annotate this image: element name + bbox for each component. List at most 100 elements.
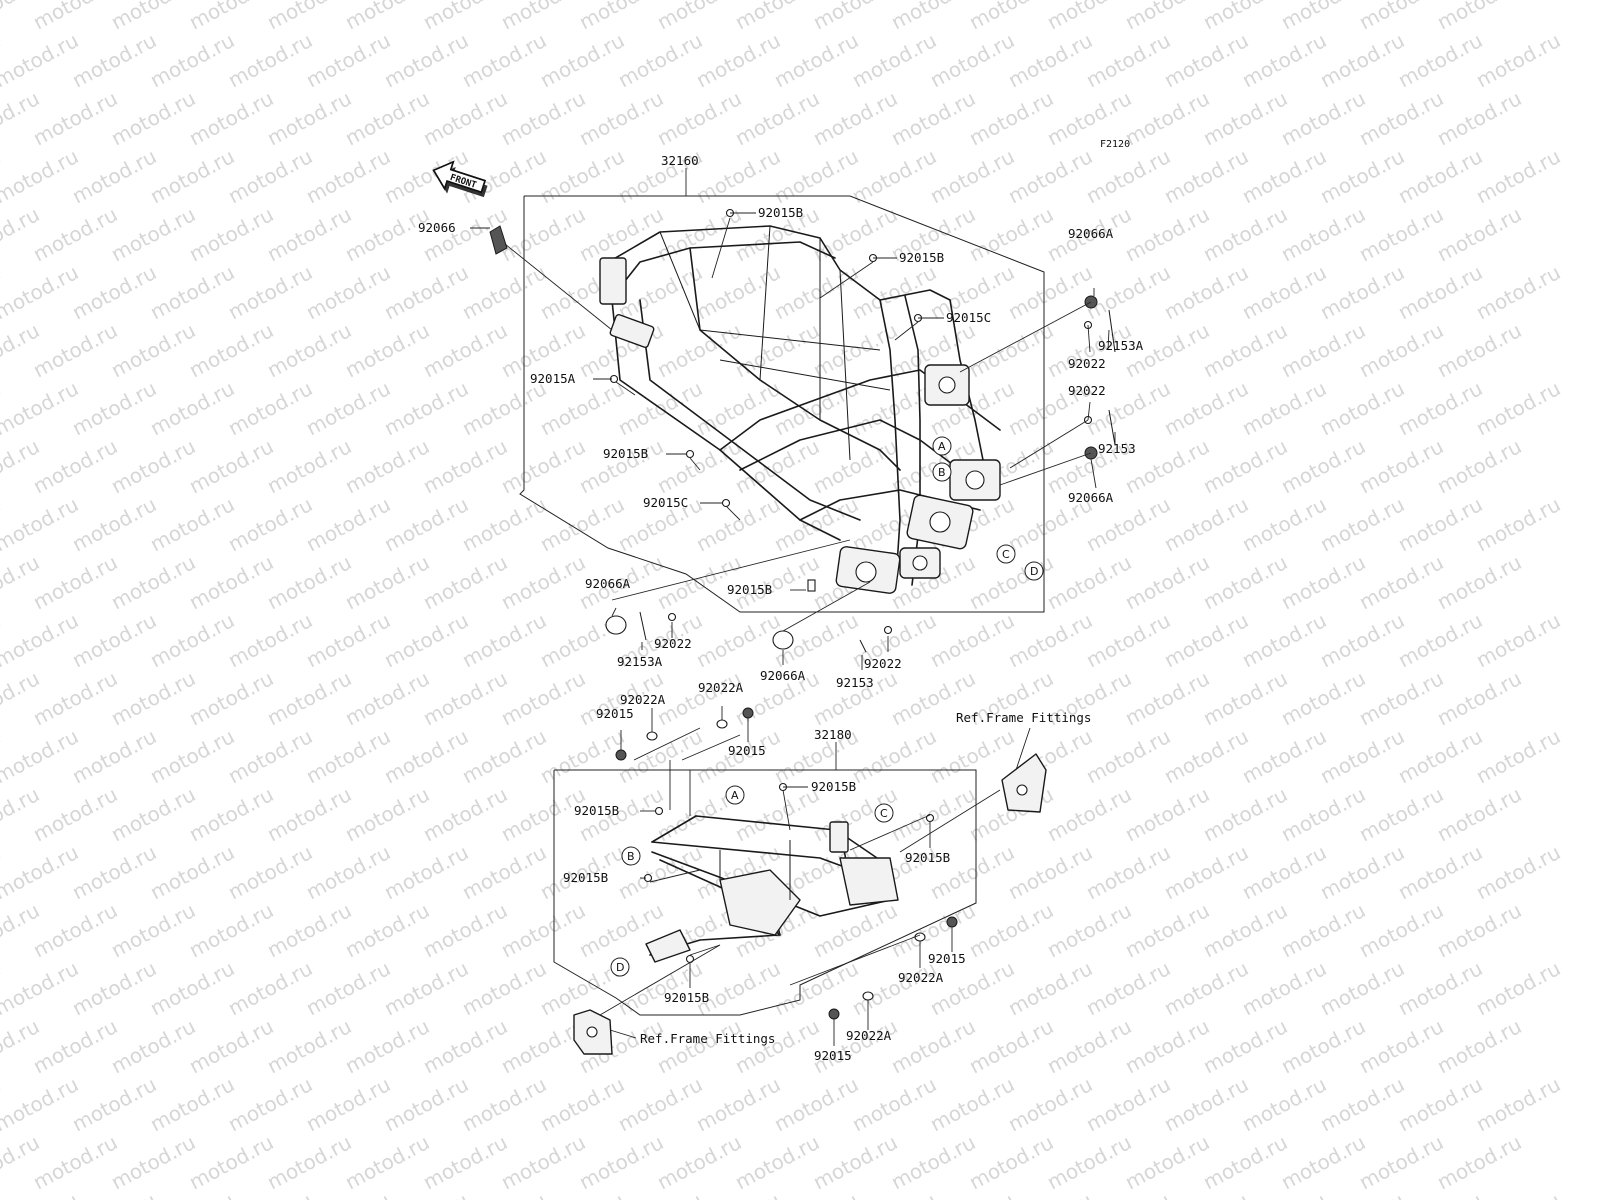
watermark-text: motod.ru bbox=[0, 492, 82, 556]
watermark-text: motod.ru bbox=[497, 0, 589, 34]
watermark-text: motod.ru bbox=[0, 1072, 82, 1136]
watermark-text: motod.ru bbox=[1238, 608, 1330, 672]
watermark-text: motod.ru bbox=[458, 28, 550, 92]
watermark-text: motod.ru bbox=[692, 492, 784, 556]
watermark-text: motod.ru bbox=[1433, 550, 1525, 614]
watermark-text: motod.ru bbox=[770, 28, 862, 92]
watermark-text: motod.ru bbox=[1355, 202, 1447, 266]
watermark-text: motod.ru bbox=[1160, 1188, 1252, 1200]
watermark-text: motod.ru bbox=[1043, 898, 1135, 962]
watermark-text: motod.ru bbox=[1277, 550, 1369, 614]
watermark-text: motod.ru bbox=[1316, 724, 1408, 788]
watermark-text: motod.ru bbox=[380, 376, 472, 440]
watermark-text: motod.ru bbox=[1316, 144, 1408, 208]
watermark-text: motod.ru bbox=[380, 1188, 472, 1200]
watermark-text: motod.ru bbox=[1238, 840, 1330, 904]
watermark-text: motod.ru bbox=[1355, 0, 1447, 34]
watermark-text: motod.ru bbox=[1433, 666, 1525, 730]
watermark-text: motod.ru bbox=[107, 202, 199, 266]
watermark-text: motod.ru bbox=[224, 840, 316, 904]
watermark-text: motod.ru bbox=[107, 666, 199, 730]
watermark-text: motod.ru bbox=[965, 86, 1057, 150]
watermark-text: motod.ru bbox=[1082, 144, 1174, 208]
watermark-text: motod.ru bbox=[731, 1014, 823, 1078]
watermark-text: motod.ru bbox=[380, 28, 472, 92]
watermark-text: motod.ru bbox=[1433, 782, 1525, 846]
watermark-text: motod.ru bbox=[68, 144, 160, 208]
watermark-text: motod.ru bbox=[1160, 492, 1252, 556]
watermark-text: motod.ru bbox=[0, 840, 82, 904]
watermark-text: motod.ru bbox=[224, 260, 316, 324]
label-92015A: 92015A bbox=[530, 371, 576, 386]
watermark-text: motod.ru bbox=[1394, 724, 1486, 788]
watermark-text: motod.ru bbox=[1433, 0, 1525, 34]
watermark-text: motod.ru bbox=[653, 666, 745, 730]
watermark-text: motod.ru bbox=[185, 0, 277, 34]
watermark-text: motod.ru bbox=[380, 840, 472, 904]
watermark-text: motod.ru bbox=[146, 840, 238, 904]
watermark-text: motod.ru bbox=[1355, 1014, 1447, 1078]
watermark-text: motod.ru bbox=[848, 28, 940, 92]
svg-text:D: D bbox=[1030, 565, 1038, 578]
watermark-text: motod.ru bbox=[1355, 1130, 1447, 1194]
label-92015B-9: 92015B bbox=[664, 990, 709, 1005]
label-92015B-4: 92015B bbox=[727, 582, 772, 597]
watermark-text: motod.ru bbox=[497, 434, 589, 498]
watermark-text: motod.ru bbox=[107, 550, 199, 614]
watermark-text: motod.ru bbox=[341, 666, 433, 730]
watermark-text: motod.ru bbox=[614, 1072, 706, 1136]
upper-leaders bbox=[470, 212, 1116, 670]
watermark-text: motod.ru bbox=[1160, 608, 1252, 672]
watermark-text: motod.ru bbox=[1433, 1130, 1525, 1194]
watermark-text: motod.ru bbox=[497, 202, 589, 266]
watermark-text: motod.ru bbox=[1355, 782, 1447, 846]
watermark-text: motod.ru bbox=[1316, 608, 1408, 672]
watermark-text: motod.ru bbox=[692, 1072, 784, 1136]
watermark-text: motod.ru bbox=[419, 782, 511, 846]
label-92015-4: 92015 bbox=[814, 1048, 852, 1063]
watermark-text: motod.ru bbox=[887, 1130, 979, 1194]
watermark-text: motod.ru bbox=[1394, 1072, 1486, 1136]
watermark-text: motod.ru bbox=[146, 376, 238, 440]
watermark-text: motod.ru bbox=[1316, 260, 1408, 324]
watermark-text: motod.ru bbox=[302, 1188, 394, 1200]
label-32160: 32160 bbox=[661, 153, 699, 168]
watermark-text: motod.ru bbox=[614, 1188, 706, 1200]
watermark-text: motod.ru bbox=[1316, 956, 1408, 1020]
watermark-text: motod.ru bbox=[1316, 28, 1408, 92]
watermark-text: motod.ru bbox=[1238, 1072, 1330, 1136]
watermark-text: motod.ru bbox=[1394, 956, 1486, 1020]
watermark-text: motod.ru bbox=[809, 1014, 901, 1078]
watermark-text: motod.ru bbox=[1355, 86, 1447, 150]
label-92153A-2: 92153A bbox=[617, 654, 663, 669]
watermark-text: motod.ru bbox=[536, 144, 628, 208]
watermark-text: motod.ru bbox=[731, 782, 823, 846]
ref-mark-b-upper: B bbox=[932, 462, 952, 482]
watermark-text: motod.ru bbox=[1394, 840, 1486, 904]
watermark-text: motod.ru bbox=[458, 608, 550, 672]
watermark-text: motod.ru bbox=[146, 1188, 238, 1200]
label-92022A-3: 92022A bbox=[898, 970, 944, 985]
watermark-text: motod.ru bbox=[341, 782, 433, 846]
watermark-text: motod.ru bbox=[224, 1188, 316, 1200]
label-92066A-4: 92066A bbox=[760, 668, 806, 683]
watermark-text: motod.ru bbox=[224, 1072, 316, 1136]
watermark-text: motod.ru bbox=[68, 376, 160, 440]
watermark-text: motod.ru bbox=[1199, 898, 1291, 962]
watermark-text: motod.ru bbox=[224, 492, 316, 556]
watermark-text: motod.ru bbox=[68, 28, 160, 92]
watermark-text: motod.ru bbox=[809, 0, 901, 34]
watermark-text: motod.ru bbox=[1004, 1188, 1096, 1200]
watermark-text: motod.ru bbox=[146, 260, 238, 324]
watermark-text: motod.ru bbox=[1277, 202, 1369, 266]
watermark-text: motod.ru bbox=[107, 318, 199, 382]
watermark-text: motod.ru bbox=[809, 86, 901, 150]
watermark-text: motod.ru bbox=[1199, 318, 1291, 382]
watermark-text: motod.ru bbox=[419, 0, 511, 34]
watermark-text: motod.ru bbox=[1199, 202, 1291, 266]
watermark-text: motod.ru bbox=[653, 0, 745, 34]
diagram-code: F2120 bbox=[1100, 139, 1130, 150]
watermark-text: motod.ru bbox=[29, 898, 121, 962]
watermark-text: motod.ru bbox=[1160, 144, 1252, 208]
sub-frame-bracket bbox=[553, 769, 977, 1016]
